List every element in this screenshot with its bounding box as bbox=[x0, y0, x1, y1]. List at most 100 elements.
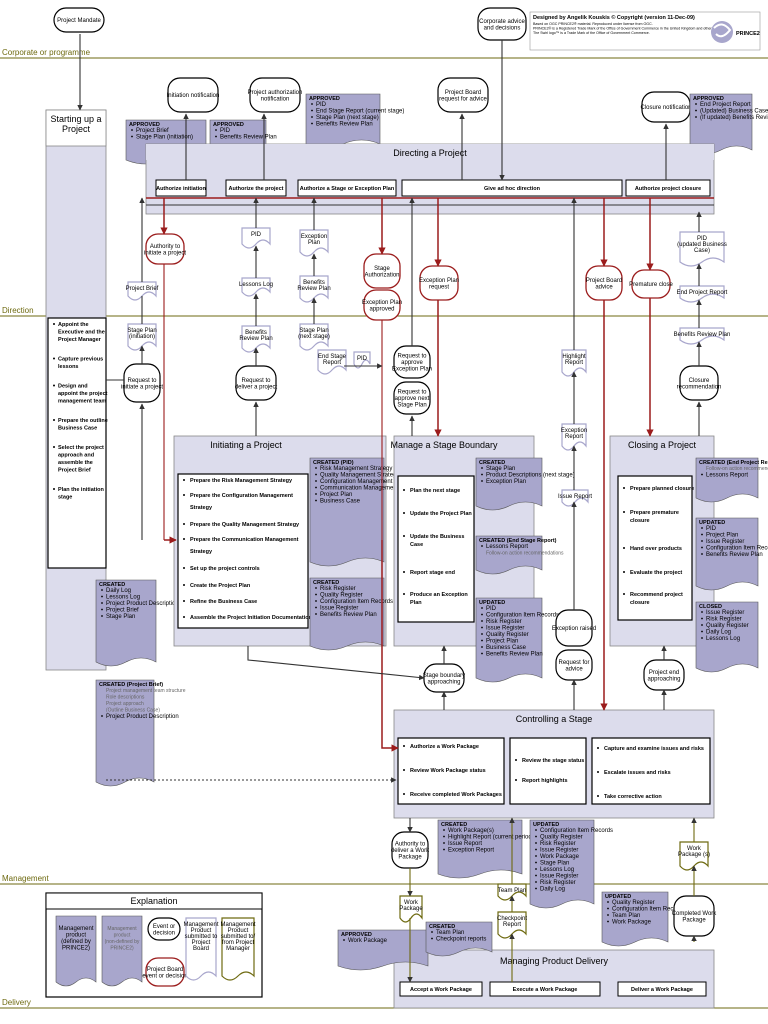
logo-text: PRINCE2 bbox=[736, 31, 760, 37]
bullet bbox=[131, 135, 133, 138]
stage-boundary-updated-doc-item: Project Plan bbox=[486, 639, 518, 645]
bullet bbox=[701, 611, 703, 613]
starting-up-title: Project bbox=[62, 124, 91, 134]
delivery-updated-doc-item: Work Package bbox=[612, 920, 652, 926]
bullet bbox=[101, 615, 103, 617]
delivery-created-doc-title: CREATED bbox=[429, 924, 455, 930]
approved-stage-doc-item: Benefits Review Plan bbox=[316, 122, 373, 128]
bullet bbox=[623, 571, 625, 573]
team-plan-doc-label: Team Plan bbox=[498, 888, 526, 894]
legend-board-doc-label: Product bbox=[191, 928, 212, 934]
stage-boundary-updated-doc-item: Risk Register bbox=[486, 619, 522, 625]
starting-up-activity: Design and bbox=[58, 384, 88, 390]
closing-closed-doc-title: CLOSED bbox=[699, 604, 722, 610]
bullet bbox=[183, 567, 185, 569]
starting-up-brief-doc-item: (Outline Business Case) bbox=[106, 708, 160, 714]
closing-event-label: Project end bbox=[649, 670, 679, 676]
stage-plan-next-doc bbox=[299, 323, 329, 351]
swirl-icon bbox=[713, 23, 732, 38]
pid-doc bbox=[353, 351, 371, 369]
approved-pid-doc-item: Benefits Review Plan bbox=[220, 135, 277, 141]
project-mandate-event bbox=[53, 7, 105, 33]
stage-boundary-esr-doc-item: Lessons Report bbox=[486, 544, 528, 550]
bullet bbox=[315, 473, 317, 476]
starting-up-activity: Appoint the bbox=[58, 322, 89, 328]
bullet bbox=[701, 553, 703, 555]
bullet bbox=[515, 759, 517, 761]
bullet bbox=[481, 620, 483, 622]
starting-up-brief-doc-title: CREATED (Project Brief) bbox=[99, 682, 163, 688]
exception-raised-event-label: Exception raised bbox=[552, 626, 596, 632]
bullet bbox=[481, 545, 483, 547]
closing-updated-doc-item: Configuration Item Records bbox=[706, 546, 768, 552]
bullet bbox=[215, 135, 217, 138]
approved-closure-doc-item: (Updated) Business Case bbox=[700, 109, 768, 115]
bullet bbox=[315, 606, 317, 609]
corporate-advice-event-label: and decisions bbox=[484, 25, 521, 31]
authorization-notification-event-label: Project authorization bbox=[248, 90, 303, 96]
controlling-updated-doc-item: Configuration Item Records bbox=[540, 828, 613, 834]
delivery-updated-doc bbox=[601, 891, 669, 947]
bullet bbox=[597, 795, 599, 797]
legend-defined-label: (defined by bbox=[61, 939, 91, 945]
board-advice-event-label: Project Board bbox=[586, 278, 622, 284]
closing-closed-doc bbox=[695, 601, 759, 673]
initiating-activity: Refine the Business Case bbox=[190, 599, 257, 605]
initiating-created-doc-item: Benefits Review Plan bbox=[320, 612, 377, 618]
stage-plan-init-doc-label: Stage Plan bbox=[127, 328, 156, 334]
exception-plan-request-event-label: request bbox=[429, 284, 449, 290]
directing-activity-label: Authorize initiation bbox=[156, 186, 206, 192]
bullet bbox=[315, 480, 317, 482]
bullet bbox=[535, 855, 537, 857]
approved-pid-doc-item: PID bbox=[220, 128, 231, 134]
pid-updated-doc-label: Case) bbox=[694, 248, 710, 254]
bullet bbox=[101, 589, 103, 591]
initiating-activity: Create the Project Plan bbox=[190, 583, 251, 589]
board-request-advice-event-label: request for advice bbox=[439, 96, 487, 102]
bullet bbox=[403, 535, 405, 537]
legend-pm-doc-label: Product bbox=[228, 928, 249, 934]
bullet bbox=[315, 486, 317, 489]
lessons-log-doc bbox=[241, 277, 271, 297]
stage-boundary-updated-doc-item: Benefits Review Plan bbox=[486, 652, 543, 658]
directing-activity-label: Authorize the project bbox=[228, 186, 283, 192]
controlling-updated-doc-item: Lessons Log bbox=[540, 867, 574, 873]
pid-doc bbox=[241, 227, 271, 249]
delivery-activity-label: Deliver a Work Package bbox=[631, 987, 693, 993]
initiating-activities bbox=[177, 473, 309, 629]
delivery-created-doc-item: Team Plan bbox=[436, 930, 464, 936]
stage-authorization-event-label: Stage bbox=[374, 266, 390, 272]
pid-updated-doc-label: PID bbox=[697, 236, 708, 242]
closing-closed-doc-item: Issue Register bbox=[706, 610, 744, 616]
bullet bbox=[701, 527, 703, 529]
header-note: Based on OGC PRINCE2® material. Reproduc… bbox=[533, 22, 653, 26]
initiating-created-pid-doc-item: Configuration Management Strategy bbox=[320, 479, 416, 485]
exception-report-doc-label: Exception bbox=[561, 428, 587, 434]
initiating-activity: Prepare the Risk Management Strategy bbox=[190, 478, 293, 484]
starting-up-created-doc bbox=[95, 579, 157, 667]
legend-defined-product bbox=[55, 915, 97, 987]
checkpoint-report-doc-label: Checkpoint bbox=[497, 916, 527, 922]
legend-board-event bbox=[145, 957, 185, 987]
controlling-updated-doc-title: UPDATED bbox=[533, 822, 559, 828]
stage-boundary-created-doc-item: Product Descriptions (next stage) bbox=[486, 473, 575, 479]
project-mandate-event-label: Project Mandate bbox=[57, 18, 101, 24]
initiating-created-pid-doc-item: Project Plan bbox=[320, 492, 352, 498]
controlling-updated-doc-item: Issue Register bbox=[540, 848, 578, 854]
bullet bbox=[701, 624, 703, 626]
controlling-activity: Escalate issues and risks bbox=[604, 770, 671, 776]
bullet bbox=[431, 937, 433, 940]
stage-plan-next-doc-label: (next stage) bbox=[298, 334, 330, 340]
directing-activity-label: Give ad hoc direction bbox=[484, 186, 541, 192]
starting-up-brief-doc-item: Project Product Description bbox=[106, 714, 179, 720]
closure-recommendation-event-label: recommendation bbox=[677, 384, 722, 390]
benefits-review-plan-doc-label: Review Plan bbox=[297, 286, 330, 292]
approved-pid-doc-title: APPROVED bbox=[213, 122, 244, 128]
bullet bbox=[535, 861, 537, 864]
approved-stage-doc-item: End Stage Report (current stage) bbox=[316, 109, 404, 115]
starting-up-activity: Executive and the bbox=[58, 330, 105, 336]
starting-up-brief-doc-item: Project approach bbox=[106, 701, 144, 707]
bullet bbox=[403, 489, 405, 491]
